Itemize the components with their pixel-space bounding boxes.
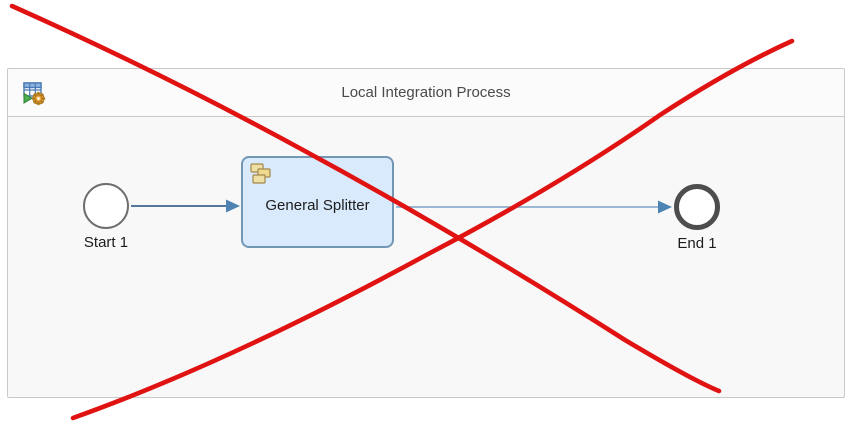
end-event-label: End 1	[677, 235, 717, 252]
local-integration-process-container[interactable]: Local Integration Process	[7, 68, 845, 398]
general-splitter-node[interactable]: General Splitter	[241, 156, 394, 248]
general-splitter-label: General Splitter	[265, 196, 370, 214]
splitter-icon	[250, 163, 272, 185]
start-event-circle[interactable]	[83, 183, 129, 229]
process-header: Local Integration Process	[8, 69, 844, 117]
process-title: Local Integration Process	[341, 84, 511, 101]
end-event-circle[interactable]	[674, 184, 720, 230]
start-event-label: Start 1	[83, 234, 129, 251]
